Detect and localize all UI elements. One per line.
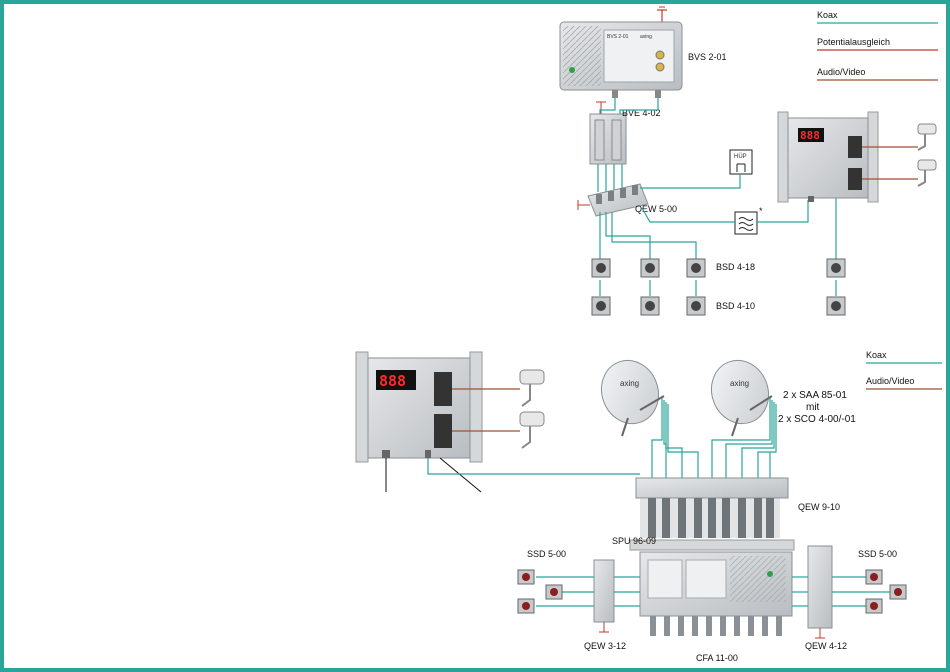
bvs-device-title: BVS 2-01 [607, 34, 629, 40]
dish-1-logo: axing [620, 379, 639, 388]
legend-bottom: Koax Audio/Video [866, 350, 942, 389]
qew910-label: QEW 9-10 [798, 502, 840, 512]
filter-asterisk: * [759, 206, 763, 216]
bsd410-label: BSD 4-10 [716, 301, 755, 311]
ssd-right-socket-2 [890, 585, 906, 599]
qew312-label: QEW 3-12 [584, 641, 626, 651]
ssd-left-socket-1 [518, 570, 534, 584]
dish-2-logo: axing [730, 379, 749, 388]
coax-bve-qew [598, 164, 622, 192]
legend-bottom-av-label: Audio/Video [866, 376, 914, 386]
ssd-right-label: SSD 5-00 [858, 549, 897, 559]
saa-label-line3: 2 x SCO 4-00/-01 [778, 414, 856, 425]
ssd-left-socket-3 [518, 599, 534, 613]
socket-bsd418-4 [827, 259, 845, 277]
legend-av-label: Audio/Video [817, 67, 865, 77]
ssd-left-label: SSD 5-00 [527, 549, 566, 559]
cfa-connectors [650, 616, 782, 636]
socket-bsd410-2 [641, 297, 659, 315]
camera-top-1 [918, 124, 936, 150]
qew910-connectors [648, 498, 774, 538]
socket-bsd418-2 [641, 259, 659, 277]
receiver-top-display: 888 [800, 129, 820, 142]
spu-switch [630, 540, 794, 616]
receiver-bottom: 888 [356, 352, 482, 462]
camera-top-2 [918, 160, 936, 186]
receiver-bottom-display: 888 [379, 372, 406, 390]
ssd-right-socket-3 [866, 599, 882, 613]
cfa-label: CFA 11-00 [696, 653, 738, 663]
coax-qew-sockets [600, 212, 836, 296]
legend-potential-label: Potentialausgleich [817, 37, 890, 47]
filter-box: * [735, 206, 763, 234]
qew412-label: QEW 4-12 [805, 641, 847, 651]
legend-top: Koax Potentialausgleich Audio/Video [817, 10, 938, 80]
coax-qew-hup [640, 174, 740, 188]
hup-box: HÜP [730, 150, 752, 174]
bsd418-label: BSD 4-18 [716, 262, 755, 272]
coax-receiver-qew910 [428, 458, 640, 474]
receiver-top: 888 [778, 112, 878, 202]
socket-bsd418-1 [592, 259, 610, 277]
bvs-amplifier: BVS 2-01 axing [560, 7, 682, 98]
hup-label: HÜP [734, 153, 747, 160]
socket-bsd410-1 [592, 297, 610, 315]
bvs-label: BVS 2-01 [688, 52, 727, 62]
qew412-unit [808, 546, 832, 638]
qew312-unit [594, 560, 614, 632]
saa-label-line2: mit [806, 402, 820, 413]
ssd-right-socket-1 [866, 570, 882, 584]
legend-bottom-coax-label: Koax [866, 350, 887, 360]
dish-2: axing [703, 352, 778, 436]
legend-coax-label: Koax [817, 10, 838, 20]
bvs-device-logo: axing [640, 34, 652, 40]
socket-bsd410-3 [687, 297, 705, 315]
coax-filter-receiver [757, 200, 808, 222]
camera-bottom-1 [520, 370, 544, 406]
saa-label-line1: 2 x SAA 85-01 [783, 390, 847, 401]
socket-bsd410-4 [827, 297, 845, 315]
qew5-label: QEW 5-00 [635, 204, 677, 214]
receiver-bottom-pointer-2 [440, 458, 481, 492]
dish-1: axing [593, 352, 668, 436]
camera-bottom-2 [520, 412, 544, 448]
socket-bsd418-3 [687, 259, 705, 277]
spu-label: SPU 96-09 [612, 536, 656, 546]
ssd-left-socket-2 [546, 585, 562, 599]
